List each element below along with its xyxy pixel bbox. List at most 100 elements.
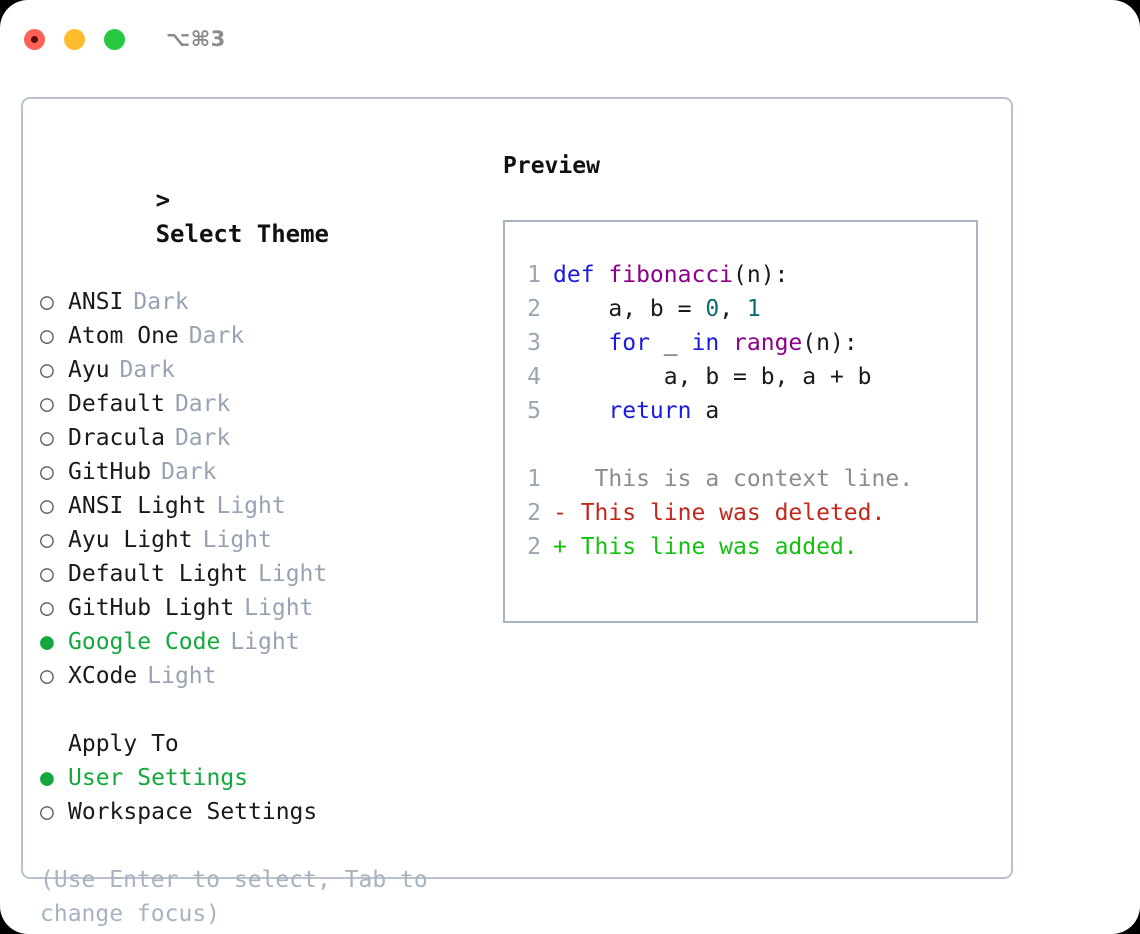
theme-option-badge: Light	[216, 493, 286, 519]
theme-option-row[interactable]: ○ GitHub Light Light	[40, 591, 490, 625]
apply-to-option-row[interactable]: ● User Settings	[40, 761, 490, 795]
apply-to-option-row[interactable]: ○Workspace Settings	[40, 795, 490, 829]
code-token-plain: a, b = b, a + b	[553, 364, 872, 390]
theme-option-row[interactable]: ○ GitHub Dark	[40, 455, 490, 489]
theme-option-label: ANSI	[68, 289, 124, 315]
code-line-content: a, b = b, a + b	[553, 360, 872, 394]
line-number: 2	[527, 500, 541, 526]
theme-option-label: GitHub Light	[68, 595, 235, 621]
line-number: 3	[527, 330, 541, 356]
theme-option-badge: Light	[230, 629, 300, 655]
theme-option-row[interactable]: ○ Dracula Dark	[40, 421, 490, 455]
apply-to-heading: Apply To	[68, 731, 179, 757]
theme-option-badge: Dark	[174, 425, 231, 451]
code-line: 1 def fibonacci(n):	[505, 258, 976, 292]
code-line-content: def fibonacci(n):	[553, 258, 788, 292]
diff-line-content: This line was added.	[566, 534, 858, 560]
radio-unselected-icon: ○	[40, 391, 54, 417]
theme-option-label: Ayu	[68, 357, 110, 383]
line-number: 2	[527, 534, 541, 560]
prompt-caret-icon: >	[155, 186, 171, 214]
diff-sample: 1 This is a context line.2- This line wa…	[505, 462, 976, 564]
diff-line-content: This is a context line.	[566, 466, 914, 492]
code-token-plain	[553, 398, 608, 424]
window-zoom-button[interactable]	[104, 28, 125, 50]
line-number: 5	[527, 398, 541, 424]
radio-unselected-icon: ○	[40, 493, 54, 519]
code-line-content: for _ in range(n):	[553, 326, 858, 360]
theme-option-row[interactable]: ○ Default Dark	[40, 387, 490, 421]
radio-unselected-icon: ○	[40, 459, 54, 485]
radio-unselected-icon: ○	[40, 527, 54, 553]
diff-line-content: This line was deleted.	[566, 500, 886, 526]
theme-option-badge: Light	[202, 527, 272, 553]
code-token-kw: in	[691, 330, 720, 356]
radio-unselected-icon: ○	[40, 425, 54, 451]
apply-to-option-label: User Settings	[68, 765, 249, 791]
radio-selected-icon: ●	[40, 629, 54, 655]
radio-unselected-icon: ○	[40, 289, 54, 315]
theme-option-label: Ayu Light	[68, 527, 193, 553]
code-line: 5 return a	[505, 394, 976, 428]
diff-line: 2 + This line was added.	[505, 530, 976, 564]
theme-option-row[interactable]: ○ Atom One Dark	[40, 319, 490, 353]
theme-option-badge: Light	[244, 595, 314, 621]
theme-option-label: Google Code	[68, 629, 221, 655]
radio-unselected-icon: ○	[40, 357, 54, 383]
code-line-content: return a	[553, 394, 719, 428]
code-token-kw: def	[553, 262, 609, 288]
code-token-plain: (n):	[733, 262, 789, 288]
line-number: 1	[527, 262, 541, 288]
select-theme-heading: > Select Theme	[40, 149, 490, 285]
code-token-plain	[553, 330, 608, 356]
theme-option-badge: Dark	[174, 391, 231, 417]
code-token-num: 0	[705, 296, 720, 322]
theme-option-row[interactable]: ● Google Code Light	[40, 625, 490, 659]
theme-option-label: ANSI Light	[68, 493, 207, 519]
diff-marker: +	[553, 534, 567, 560]
code-token-plain: _	[649, 330, 692, 356]
apply-to-list: ● User Settings ○Workspace Settings	[40, 761, 490, 829]
radio-selected-icon: ●	[40, 765, 54, 791]
code-token-num: 1	[746, 296, 761, 322]
theme-option-label: GitHub	[68, 459, 152, 485]
line-number: 4	[527, 364, 541, 390]
theme-option-label: Atom One	[68, 323, 179, 349]
select-theme-heading-label: Select Theme	[155, 220, 329, 248]
radio-unselected-icon: ○	[40, 561, 54, 587]
diff-marker: -	[553, 500, 567, 526]
apply-to-section: Apply To ● User Settings ○Workspace Settin…	[40, 727, 490, 829]
window-minimize-button[interactable]	[64, 28, 85, 50]
window-close-button[interactable]	[24, 28, 45, 50]
theme-option-row[interactable]: ○ ANSI Light Light	[40, 489, 490, 523]
theme-option-row[interactable]: ○ Ayu Light Light	[40, 523, 490, 557]
theme-option-badge: Light	[147, 663, 217, 689]
line-number: 2	[527, 296, 541, 322]
radio-unselected-icon: ○	[40, 595, 54, 621]
radio-unselected-icon: ○	[40, 799, 54, 825]
code-token-fn: fibonacci	[608, 262, 734, 288]
close-icon	[31, 35, 38, 43]
theme-option-badge: Dark	[188, 323, 245, 349]
code-token-plain: (n):	[802, 330, 858, 356]
diff-line: 2- This line was deleted.	[505, 496, 976, 530]
theme-option-label: Default	[68, 391, 165, 417]
radio-unselected-icon: ○	[40, 323, 54, 349]
theme-option-label: Dracula	[68, 425, 165, 451]
code-line-content: a, b = 0, 1	[553, 292, 761, 326]
diff-marker	[553, 462, 567, 496]
theme-option-badge: Dark	[161, 459, 217, 485]
theme-option-badge: Light	[258, 561, 328, 587]
code-token-kw: for	[608, 330, 650, 356]
code-token-plain: ,	[719, 296, 747, 322]
